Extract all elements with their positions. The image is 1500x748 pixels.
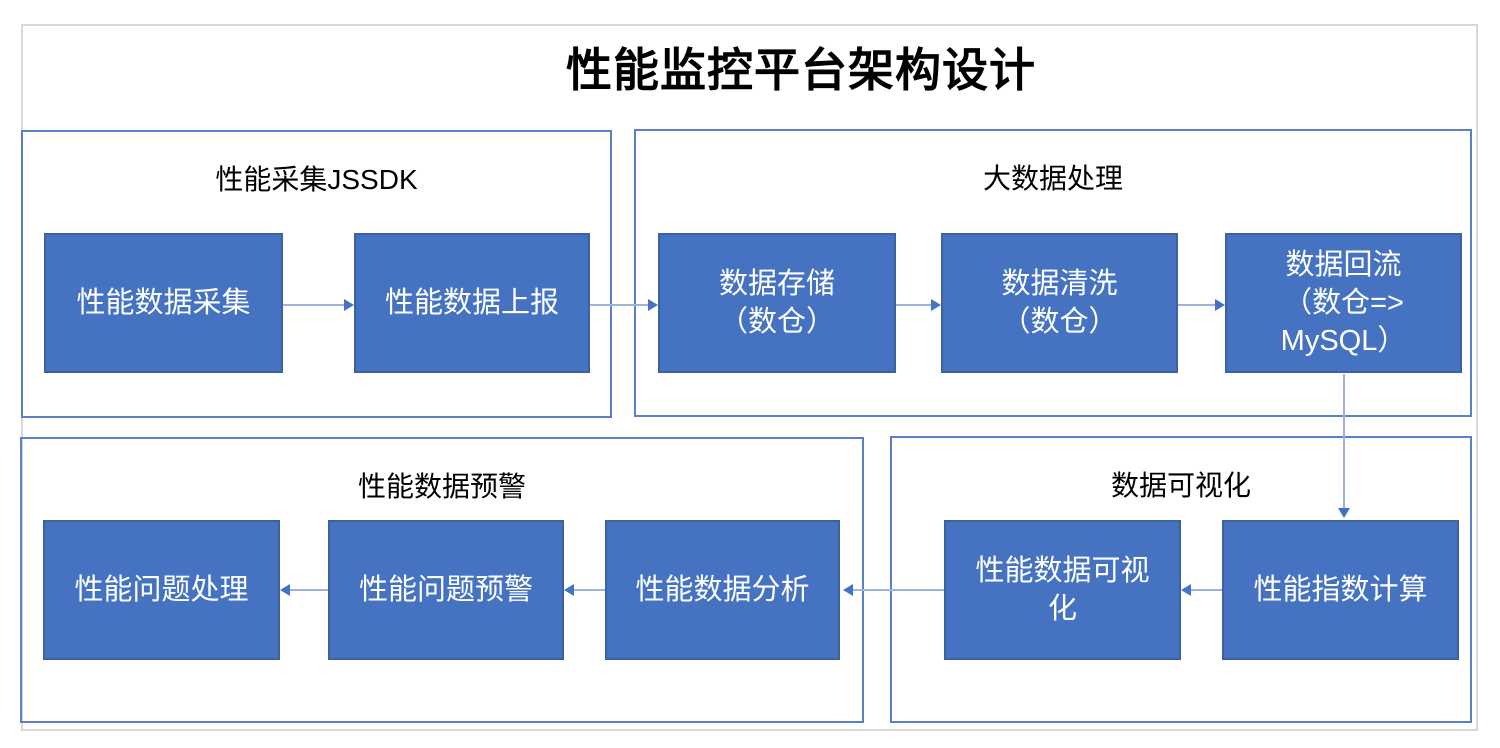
- arrow-visualize-to-analyze-icon: [843, 584, 944, 596]
- arrow-warn-to-handle-icon: [280, 584, 328, 596]
- node-index-compute: 性能指数计算: [1222, 520, 1459, 660]
- arrow-collect-to-report-icon: [283, 299, 354, 311]
- node-data-store: 数据存储 （数仓）: [658, 233, 896, 373]
- group-viz-label: 数据可视化: [1110, 470, 1251, 501]
- node-perf-data-collect: 性能数据采集: [44, 233, 283, 373]
- arrow-reflow-to-index-icon: [1338, 374, 1350, 518]
- node-issue-warn: 性能问题预警: [328, 520, 564, 660]
- group-bigdata: 大数据处理: [634, 129, 1472, 417]
- arrow-clean-to-reflow-icon: [1178, 299, 1225, 311]
- group-jssdk: 性能采集JSSDK: [21, 130, 612, 418]
- arrow-report-to-store-icon: [590, 299, 658, 311]
- node-data-analyze: 性能数据分析: [605, 520, 840, 660]
- arrow-store-to-clean-icon: [896, 299, 941, 311]
- group-viz: 数据可视化: [890, 436, 1472, 723]
- node-data-clean: 数据清洗 （数仓）: [941, 233, 1178, 373]
- group-jssdk-label: 性能采集JSSDK: [215, 164, 418, 195]
- node-issue-handle: 性能问题处理: [43, 520, 280, 660]
- node-data-visualize: 性能数据可视 化: [944, 520, 1181, 660]
- group-alert: 性能数据预警: [20, 437, 864, 723]
- group-alert-label: 性能数据预警: [357, 471, 526, 502]
- group-bigdata-label: 大数据处理: [982, 163, 1123, 194]
- node-perf-data-report: 性能数据上报: [354, 233, 590, 373]
- diagram-title: 性能监控平台架构设计: [566, 44, 1036, 96]
- arrow-analyze-to-warn-icon: [564, 584, 605, 596]
- arrow-index-to-visualize-icon: [1181, 584, 1222, 596]
- node-data-reflow: 数据回流 （数仓=> MySQL）: [1225, 233, 1462, 373]
